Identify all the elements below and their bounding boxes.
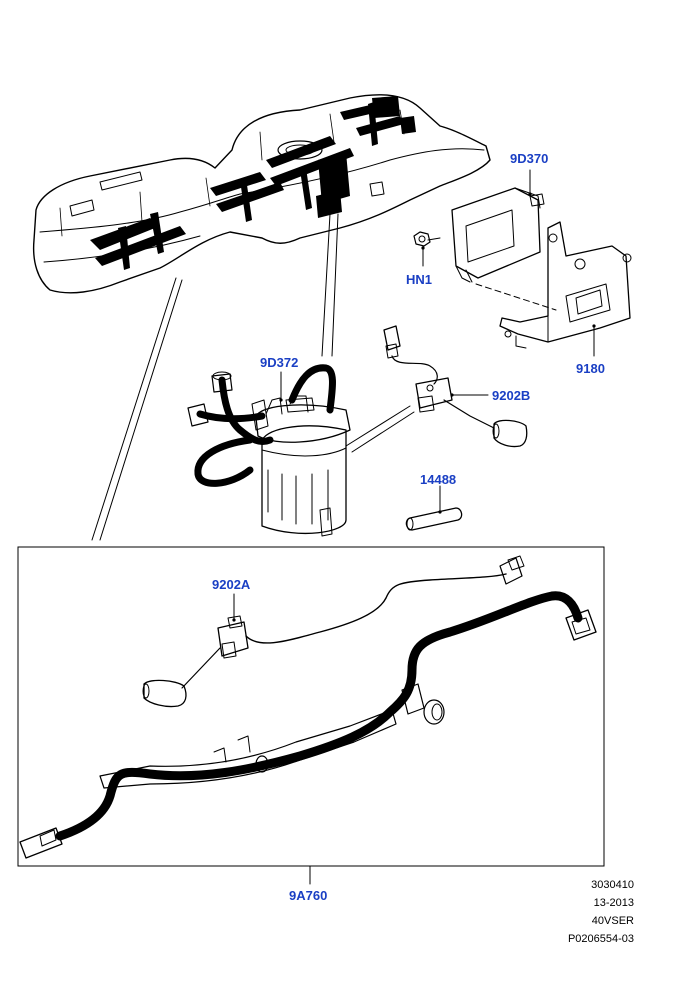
- fuel-pump-control-module: [451, 169, 545, 283]
- nut: [413, 231, 441, 267]
- label-9a760[interactable]: 9A760: [289, 888, 328, 903]
- label-hn1[interactable]: HN1: [406, 272, 433, 287]
- harness-detail-frame: [17, 546, 605, 867]
- label-9d372[interactable]: 9D372: [260, 355, 299, 370]
- fuel-pump-assembly: [187, 364, 351, 537]
- label-9d370[interactable]: 9D370: [510, 151, 549, 166]
- reference-line-4: P0206554-03: [567, 933, 634, 945]
- fuel-tank: [32, 94, 491, 294]
- sender-unit-a: [142, 555, 525, 708]
- label-14488[interactable]: 14488: [420, 472, 457, 487]
- wiring-harness: [19, 591, 597, 885]
- label-9202b[interactable]: 9202B: [492, 388, 531, 403]
- label-9202a[interactable]: 9202A: [212, 577, 251, 592]
- label-9180[interactable]: 9180: [576, 361, 605, 376]
- fuel-level-sender-b: [383, 325, 528, 448]
- reference-line-3: 40VSER: [591, 915, 634, 927]
- reference-line-1: 3030410: [591, 879, 634, 891]
- reference-line-2: 13-2013: [593, 897, 634, 909]
- tank-leader-lines: [91, 213, 339, 541]
- mounting-bracket: [499, 221, 632, 357]
- fuel-pipe: [405, 485, 463, 531]
